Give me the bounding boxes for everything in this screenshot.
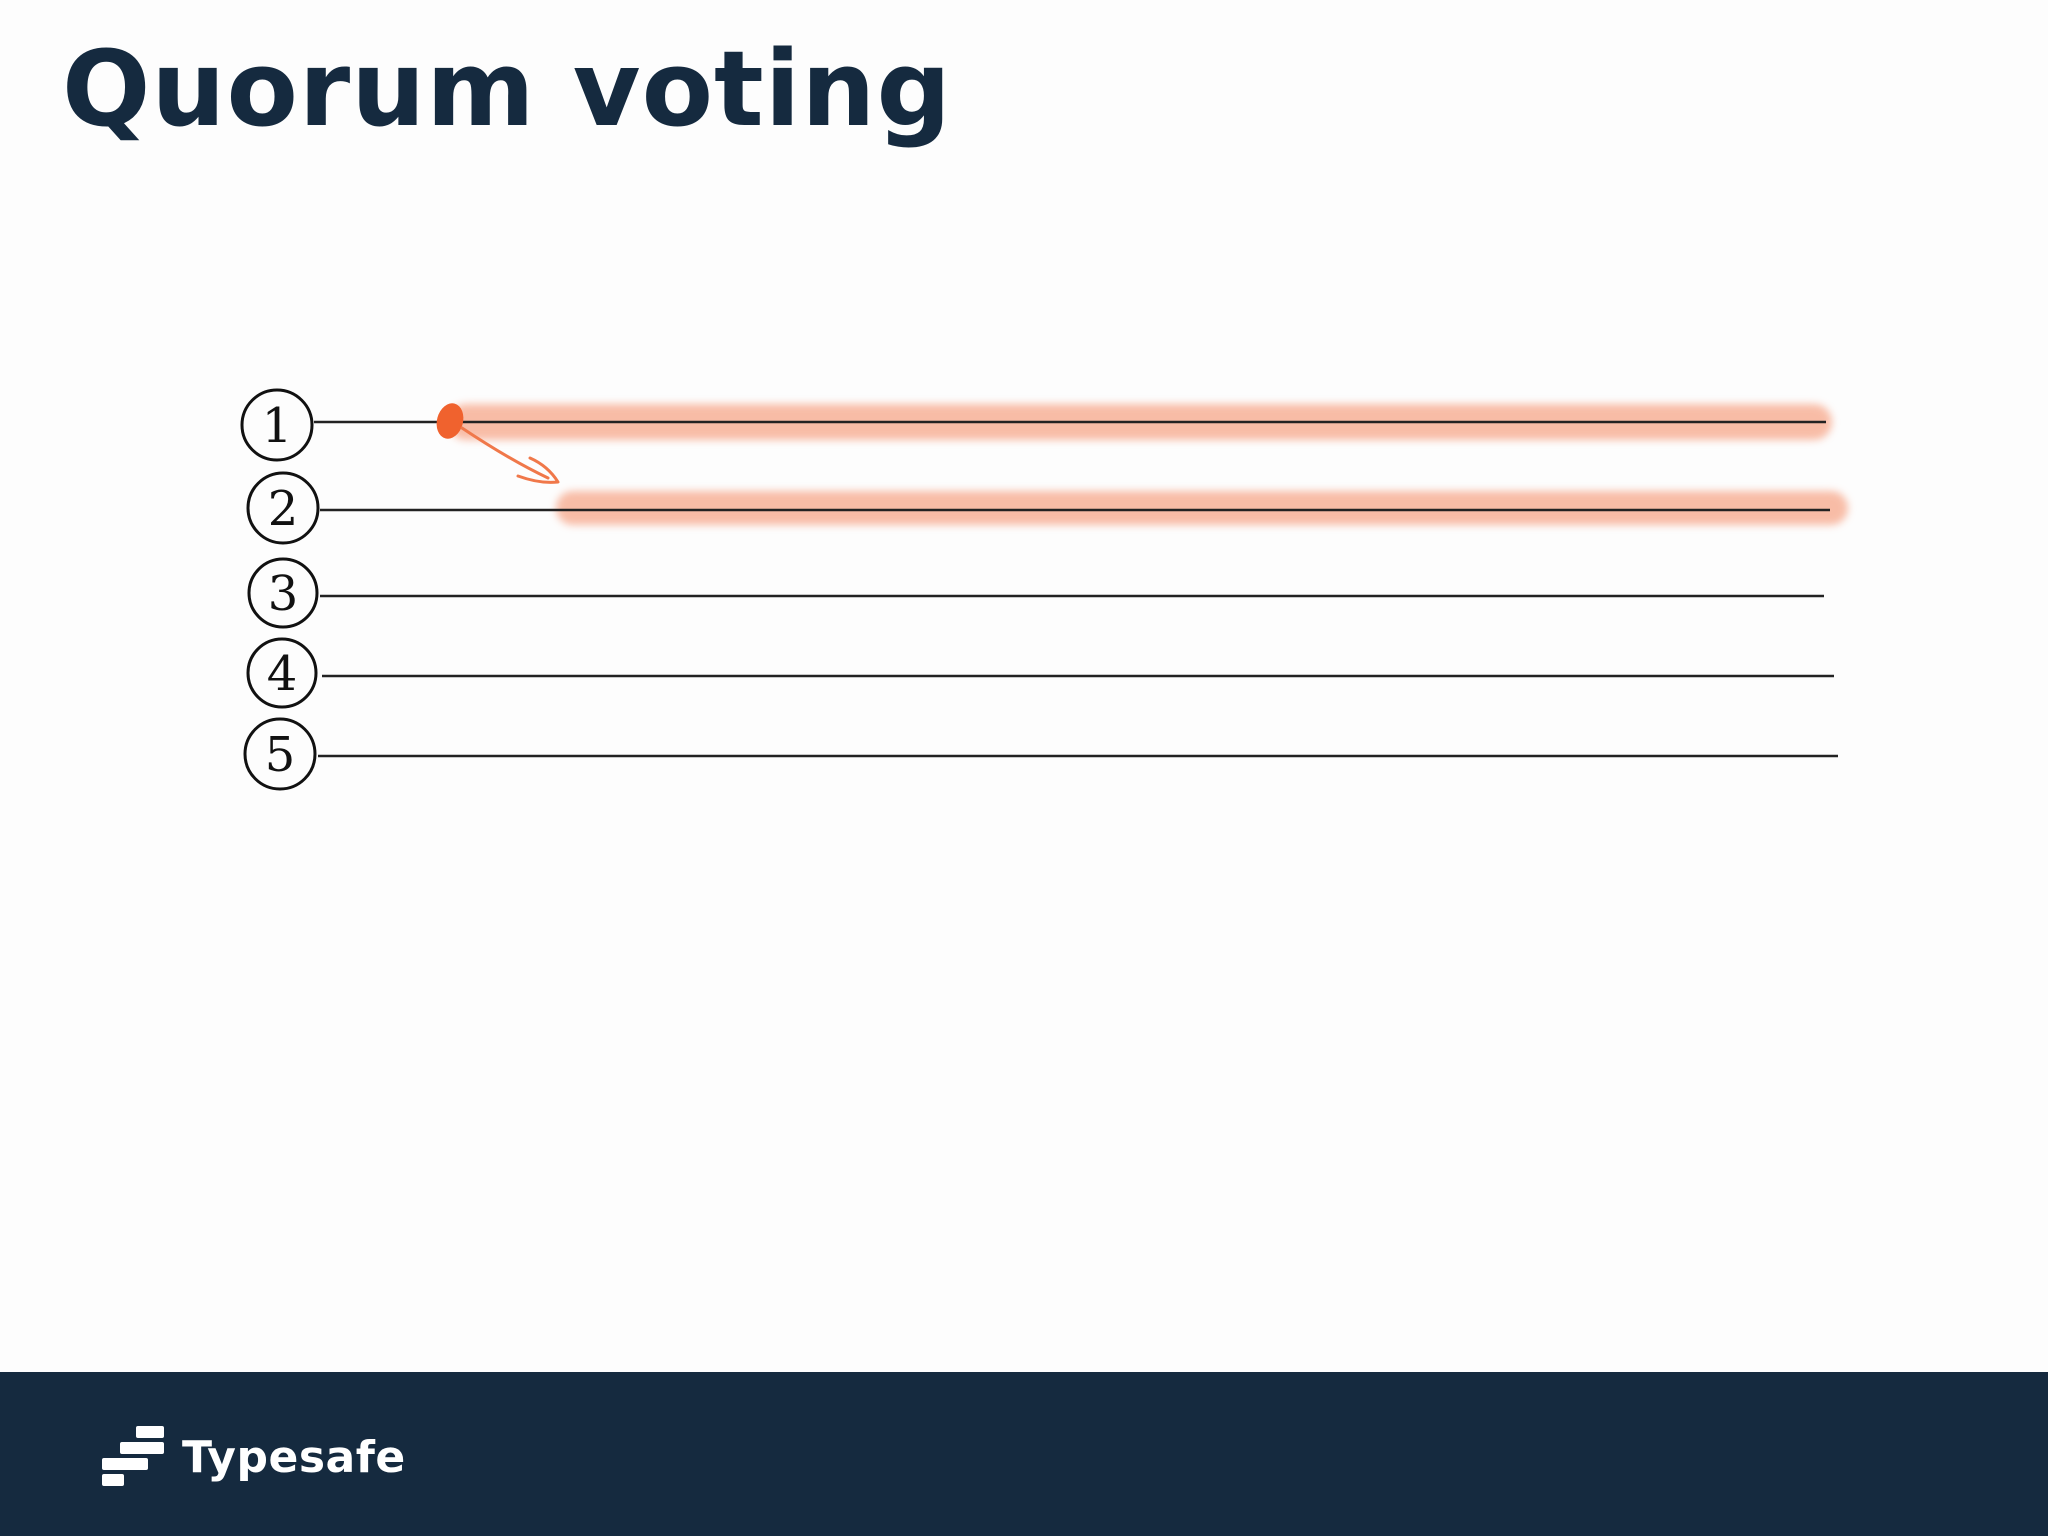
slide-title: Quorum voting: [62, 28, 952, 150]
node-2-label: 2: [268, 481, 299, 537]
node-5: 5: [243, 717, 317, 791]
replication-arrowhead: [516, 456, 560, 484]
node-1-label: 1: [262, 398, 293, 454]
node-3: 3: [247, 557, 319, 629]
node-5-label: 5: [265, 727, 296, 783]
write-event-dot: [436, 403, 464, 439]
node-4-label: 4: [267, 646, 298, 702]
node-3-label: 3: [268, 566, 299, 622]
node-4: 4: [246, 637, 318, 709]
brand-name: Typesafe: [182, 1431, 406, 1483]
quorum-diagram: 1 2 3 4 5: [240, 388, 1848, 791]
footer-bar: Typesafe: [0, 1372, 2048, 1536]
replication-arrow: [460, 426, 550, 480]
typesafe-logo: Typesafe: [100, 1424, 406, 1490]
typesafe-logo-icon: [102, 1426, 164, 1486]
timeline-2-highlight: [556, 491, 1848, 525]
node-1: 1: [240, 388, 314, 462]
node-2: 2: [246, 471, 320, 545]
